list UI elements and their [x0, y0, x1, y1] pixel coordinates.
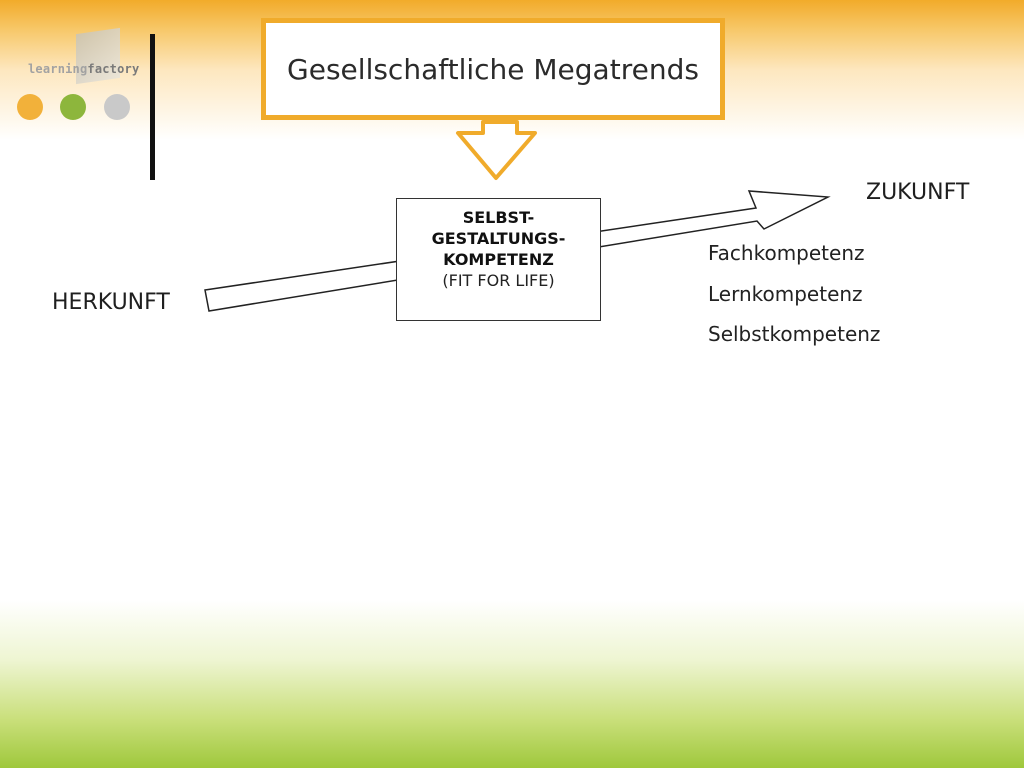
logo-text: learningfactory	[28, 62, 139, 76]
center-box-line3: KOMPETENZ	[443, 250, 554, 269]
gray-dot-icon	[104, 94, 130, 120]
competency-item: Fachkompetenz	[708, 241, 865, 265]
page-title: Gesellschaftliche Megatrends	[287, 52, 699, 86]
title-callout: Gesellschaftliche Megatrends	[261, 18, 725, 120]
competency-item: Lernkompetenz	[708, 282, 863, 306]
center-box: SELBST- GESTALTUNGS- KOMPETENZ (FIT FOR …	[396, 198, 601, 321]
center-box-line2: GESTALTUNGS-	[431, 229, 566, 248]
logo-text-part1: learning	[28, 62, 88, 76]
zukunft-label: ZUKUNFT	[866, 180, 970, 205]
center-box-line1: SELBST-	[462, 208, 535, 227]
orange-dot-icon	[17, 94, 43, 120]
logo-text-part2: factory	[87, 62, 140, 76]
herkunft-label: HERKUNFT	[52, 290, 170, 315]
vertical-divider	[150, 34, 155, 180]
center-box-line4: (FIT FOR LIFE)	[442, 271, 555, 290]
down-arrow-icon	[456, 120, 537, 180]
green-dot-icon	[60, 94, 86, 120]
competency-item: Selbstkompetenz	[708, 322, 881, 346]
